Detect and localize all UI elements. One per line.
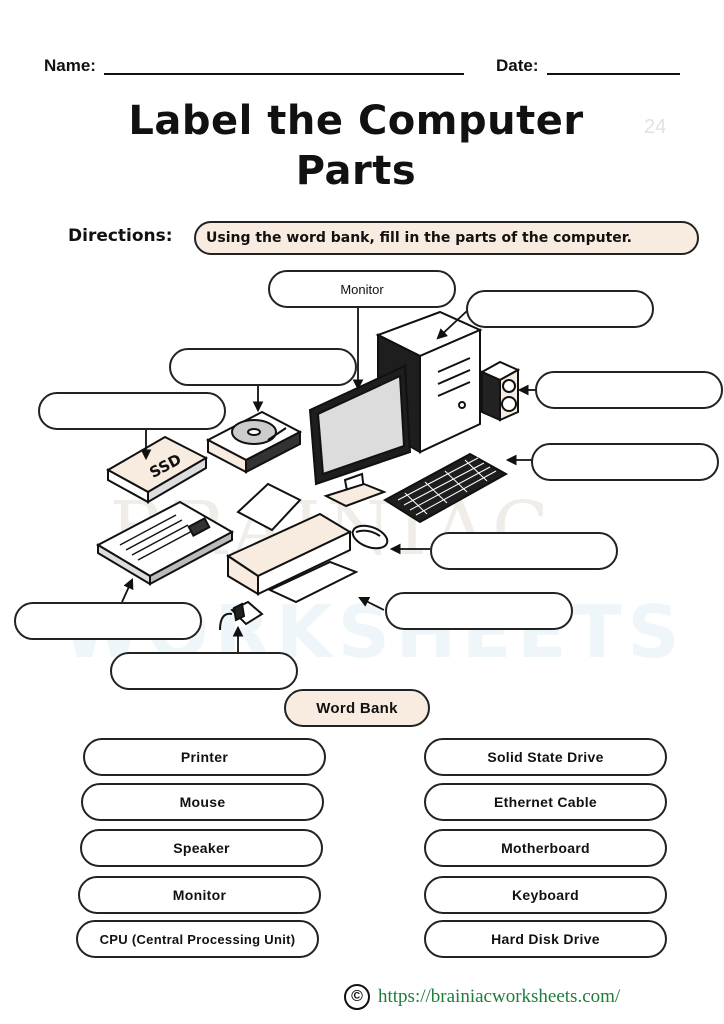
label-box-monitor: Monitor	[268, 270, 456, 308]
directions-text: Using the word bank, fill in the parts o…	[194, 221, 699, 255]
date-label: Date:	[496, 56, 539, 75]
page-title-line1: Label the Computer	[128, 98, 584, 144]
website-link[interactable]: https://brainiacworksheets.com/	[378, 986, 621, 1007]
mouse-icon	[351, 524, 389, 550]
word-bank-item: Hard Disk Drive	[424, 920, 667, 958]
copyright-icon: ©	[344, 984, 370, 1010]
label-box-speaker[interactable]	[535, 371, 723, 409]
word-bank-item: CPU (Central Processing Unit)	[76, 920, 319, 958]
label-box-hard-disk[interactable]	[169, 348, 357, 386]
word-bank-item: Speaker	[80, 829, 323, 867]
word-bank-title: Word Bank	[284, 689, 430, 727]
label-box-ssd[interactable]	[38, 392, 226, 430]
page-number: 24	[644, 116, 667, 138]
page-title-line2: Parts	[295, 148, 417, 194]
date-line[interactable]	[547, 73, 680, 75]
label-box-mouse[interactable]	[430, 532, 618, 570]
monitor-icon	[308, 364, 412, 508]
word-bank-item: Motherboard	[424, 829, 667, 867]
word-bank-item: Mouse	[81, 783, 324, 821]
printer-icon	[225, 482, 359, 604]
word-bank-item: Ethernet Cable	[424, 783, 667, 821]
word-bank-item: Keyboard	[424, 876, 667, 914]
hard-disk-drive-icon	[205, 410, 303, 474]
name-label: Name:	[44, 56, 96, 75]
label-box-printer[interactable]	[385, 592, 573, 630]
motherboard-icon	[95, 500, 235, 586]
ethernet-cable-icon	[219, 600, 264, 631]
label-box-keyboard[interactable]	[531, 443, 719, 481]
label-box-ethernet[interactable]	[110, 652, 298, 690]
label-box-motherboard[interactable]	[14, 602, 202, 640]
keyboard-icon	[383, 452, 509, 524]
word-bank-item: Monitor	[78, 876, 321, 914]
directions-label: Directions:	[68, 226, 173, 246]
word-bank-item: Solid State Drive	[424, 738, 667, 776]
label-box-cpu[interactable]	[466, 290, 654, 328]
speaker-icon	[479, 360, 521, 422]
word-bank-item: Printer	[83, 738, 326, 776]
name-line[interactable]	[104, 73, 464, 75]
